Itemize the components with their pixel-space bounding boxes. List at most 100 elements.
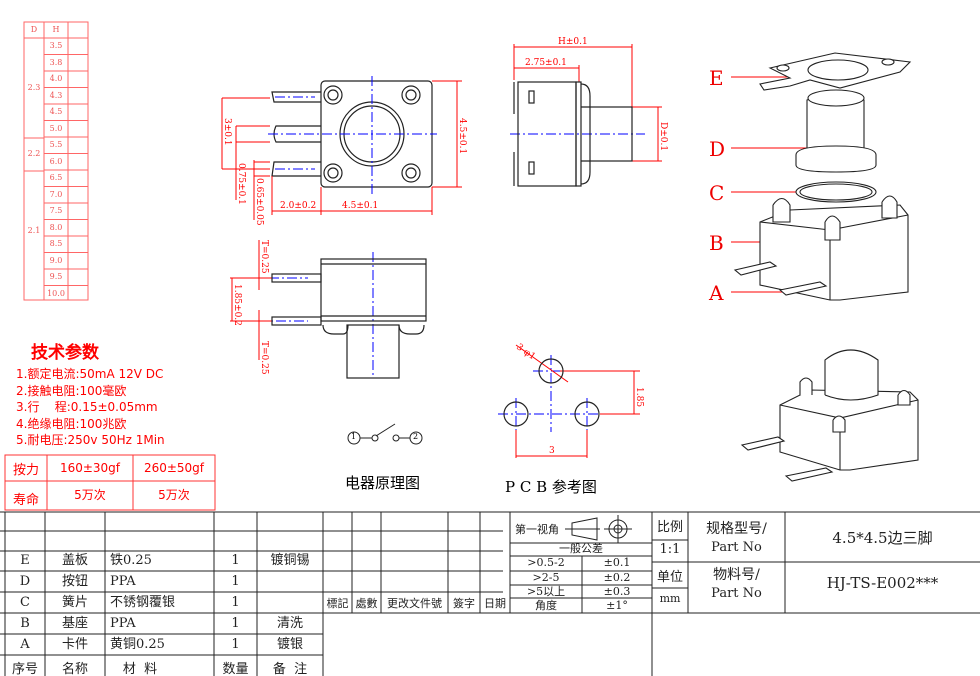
dimension-text: H±0.1 xyxy=(558,37,588,47)
bom-header: 名称 xyxy=(61,662,88,676)
spec-label: 规格型号/ xyxy=(706,521,767,537)
dimension-text: 2.75±0.1 xyxy=(525,58,567,68)
bom-cell: 黄铜0.25 xyxy=(110,637,165,652)
side-view xyxy=(513,81,633,187)
pcb-caption: P C B 参考图 xyxy=(505,478,597,496)
exploded-view xyxy=(733,52,919,482)
size-h-value: 8.5 xyxy=(49,239,63,248)
tolerance-cell: ±0.1 xyxy=(603,556,631,569)
bom-cell: 盖板 xyxy=(61,553,88,568)
force-value: 160±30gf xyxy=(59,461,121,475)
bom-cell: D xyxy=(19,574,31,589)
spec-label-en: Part No xyxy=(711,540,762,555)
title-block-grid xyxy=(0,511,980,676)
size-h-value: 3.8 xyxy=(49,57,63,67)
bom-cell: 1 xyxy=(231,595,240,610)
bom-cell: C xyxy=(20,595,30,610)
bom-cell: 1 xyxy=(231,616,240,631)
tolerance-cell: ±0.3 xyxy=(603,585,631,598)
part-label-c: C xyxy=(709,181,725,205)
size-h-value: 6.5 xyxy=(49,173,63,182)
dimension-lines xyxy=(221,44,825,458)
tech-title: 技术参数 xyxy=(31,343,99,363)
tech-item: 5.耐电压:250v 50Hz 1Min xyxy=(16,433,165,447)
pcb-holes xyxy=(503,358,600,427)
circuit-caption: 电器原理图 xyxy=(345,474,421,492)
dimension-text: D±0.1 xyxy=(658,122,668,151)
tech-item: 2.接触电阻:100毫欧 xyxy=(16,383,127,398)
tech-item: 1.额定电流:50mA 12V DC xyxy=(16,367,164,381)
size-h-value: 8.0 xyxy=(49,222,63,232)
scale-label: 比例 xyxy=(656,520,683,535)
bom-cell: 1 xyxy=(231,637,240,652)
tech-item: 4.绝缘电阻:100兆欧 xyxy=(16,416,127,431)
dimension-text: 4.5±0.1 xyxy=(457,118,467,154)
material-label-en: Part No xyxy=(711,586,762,601)
bom-cell: B xyxy=(20,616,30,631)
material-value: HJ-TS-E002*** xyxy=(826,574,939,592)
bom-cell: 1 xyxy=(231,553,240,568)
dimension-text: 3-φ1 xyxy=(514,342,537,362)
dimension-text: 2.0±0.2 xyxy=(280,201,316,211)
size-h-value: 4.5 xyxy=(49,107,63,116)
bom-cell: PPA xyxy=(110,574,136,589)
bom-cell: E xyxy=(20,553,30,568)
bom-cell: 镀铜锡 xyxy=(270,553,310,568)
size-h-value: 4.3 xyxy=(49,90,63,100)
bom-header: 材 料 xyxy=(122,662,158,676)
bom-cell: 卡件 xyxy=(61,637,88,652)
bom-cell: 1 xyxy=(231,574,240,589)
force-table-grid xyxy=(4,454,216,511)
bom-cell: 基座 xyxy=(61,616,88,631)
size-h-value: 5.0 xyxy=(49,123,63,133)
tech-item: 3.行 程:0.15±0.05mm xyxy=(16,400,158,414)
circuit-node-2: 2 xyxy=(413,432,419,441)
dimension-text: 1.85 xyxy=(634,387,644,407)
revision-header: 更改文件號 xyxy=(387,597,442,610)
unit-label: 单位 xyxy=(656,570,683,585)
bom-header: 数量 xyxy=(222,662,249,676)
dimension-text: 3±0.1 xyxy=(222,118,232,146)
size-h-value: 9.5 xyxy=(49,272,63,281)
bom-cell: 不锈钢覆银 xyxy=(110,595,176,610)
dimension-text: 0.65±0.05 xyxy=(254,178,264,226)
size-h-value: 6.0 xyxy=(49,156,63,166)
tolerance-cell: >5以上 xyxy=(526,585,566,598)
circuit-symbol xyxy=(347,423,632,543)
force-label: 按力 xyxy=(12,463,39,478)
part-label-b: B xyxy=(709,231,724,255)
life-label: 寿命 xyxy=(12,493,39,508)
centerlines xyxy=(233,76,645,432)
dimension-text: 0.75±0.1 xyxy=(236,163,246,205)
bom-cell: 簧片 xyxy=(61,595,88,610)
size-d: 2.3 xyxy=(27,83,41,92)
circuit-node-1: 1 xyxy=(351,432,357,441)
bom-cell: 清洗 xyxy=(276,616,303,631)
part-label-d: D xyxy=(709,137,726,161)
tolerance-cell: ±0.2 xyxy=(603,571,631,584)
bom-header: 序号 xyxy=(11,662,38,676)
size-h-value: 10.0 xyxy=(47,288,65,298)
size-h-value: 5.5 xyxy=(49,140,63,149)
bom-cell: 铁0.25 xyxy=(110,553,152,568)
life-value: 5万次 xyxy=(158,488,190,502)
size-h-value: 7.5 xyxy=(49,206,63,215)
tolerance-cell: ±1° xyxy=(606,599,628,612)
size-h-value: 9.0 xyxy=(49,255,63,265)
tolerance-cell: 角度 xyxy=(535,599,557,612)
bom-cell: PPA xyxy=(110,616,136,631)
spec-value: 4.5*4.5边三脚 xyxy=(832,529,933,547)
material-label: 物料号/ xyxy=(713,567,760,583)
revision-header: 標記 xyxy=(326,597,349,610)
size-h-value: 3.5 xyxy=(49,41,63,50)
bom-cell: 镀银 xyxy=(276,637,303,652)
revision-header: 簽字 xyxy=(453,597,475,610)
dimension-texts: 4.5±0.12.0±0.2 4.5±0.1 3±0.1 0.75±0.1 0.… xyxy=(222,37,668,456)
projection-label: 第一视角 xyxy=(515,523,559,536)
size-h-value: 4.0 xyxy=(49,74,63,83)
force-value: 260±50gf xyxy=(143,461,205,475)
tolerance-cell: >0.5-2 xyxy=(527,556,565,569)
life-value: 5万次 xyxy=(74,488,106,502)
